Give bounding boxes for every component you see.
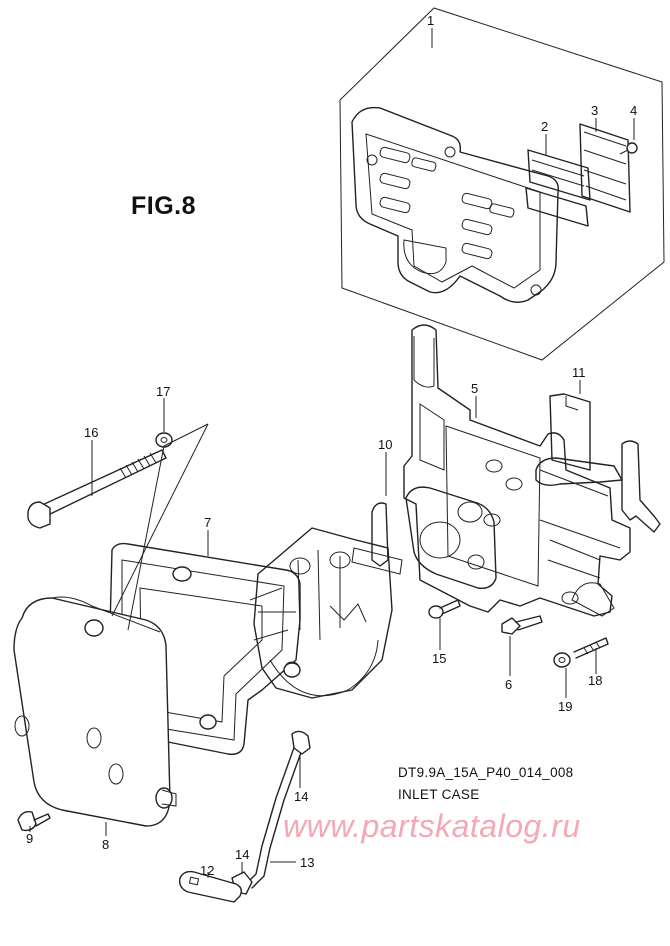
callout-14-upper: 14: [294, 789, 309, 804]
choke-link-assembly: [178, 730, 311, 903]
diagram-subtitle: INLET CASE: [398, 787, 480, 802]
callout-4: 4: [630, 103, 638, 118]
fasteners: [17, 599, 609, 832]
callout-12: 12: [200, 863, 215, 878]
callout-5: 5: [471, 381, 479, 396]
callout-10: 10: [378, 437, 393, 452]
callout-6: 6: [505, 677, 513, 692]
callout-15: 15: [432, 651, 447, 666]
callout-19: 19: [558, 699, 573, 714]
callout-18: 18: [588, 673, 603, 688]
callout-7: 7: [204, 515, 212, 530]
figure-title: FIG.8: [131, 192, 197, 220]
callout-16: 16: [84, 425, 99, 440]
callout-2: 2: [541, 119, 549, 134]
watermark-link[interactable]: www.partskatalog.ru: [283, 808, 581, 844]
callout-11: 11: [572, 365, 586, 380]
drawing-code: DT9.9A_15A_P40_014_008: [398, 765, 574, 780]
silencer-cover: [13, 596, 177, 827]
callout-13: 13: [300, 855, 315, 870]
inlet-case-body: [403, 324, 661, 617]
callout-3: 3: [591, 103, 599, 118]
callout-9: 9: [26, 831, 34, 846]
callout-14-lower: 14: [235, 847, 250, 862]
leader-lines: [29, 28, 635, 878]
reed-valve-kit-box: [339, 7, 665, 361]
gasket: [405, 486, 497, 589]
callout-8: 8: [102, 837, 110, 852]
callout-17: 17: [156, 384, 171, 399]
callout-1: 1: [427, 13, 435, 28]
carburetor: [253, 502, 403, 699]
